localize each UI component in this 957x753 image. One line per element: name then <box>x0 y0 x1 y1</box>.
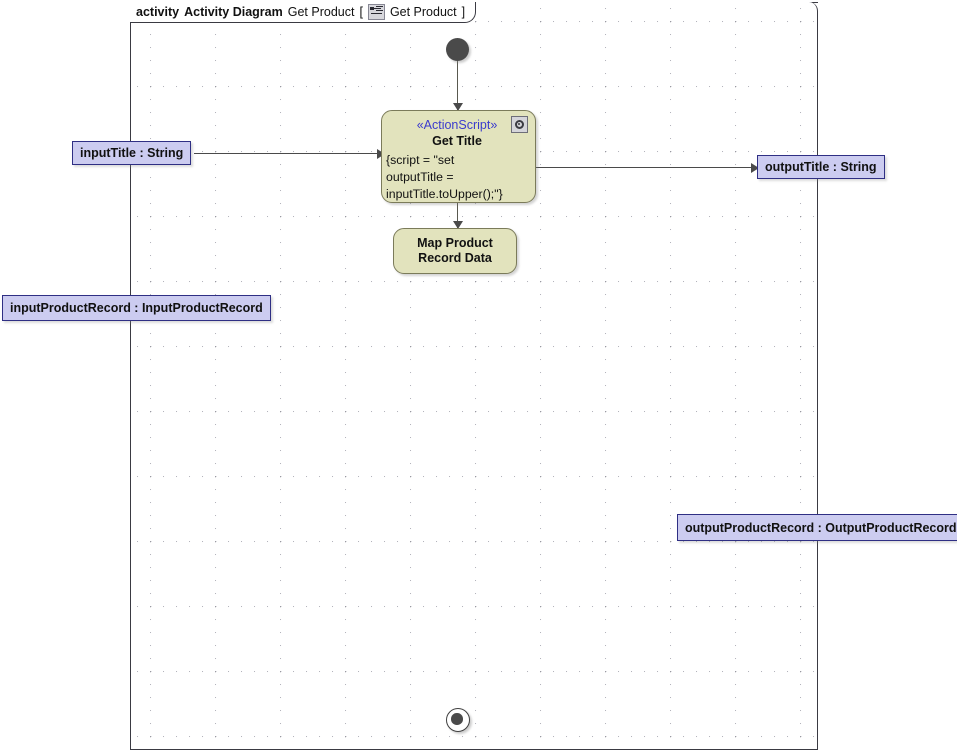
frame-diagram-name: Get Product <box>287 5 355 19</box>
gear-icon[interactable] <box>511 116 528 133</box>
frame-bracket-open: [ <box>359 5 363 19</box>
action-node-get-title[interactable]: «ActionScript» Get Title {script = "set … <box>381 110 536 203</box>
activity-final-node[interactable] <box>446 708 470 732</box>
arrowhead-to-get-title <box>452 103 463 111</box>
pin-input-product-record[interactable]: inputProductRecord : InputProductRecord <box>2 295 271 321</box>
arrowhead-to-map-product <box>452 221 463 229</box>
action-node-map-product-record-data[interactable]: Map Product Record Data <box>393 228 517 274</box>
arrowhead-output-title <box>751 162 759 173</box>
frame-inner-name: Get Product <box>389 5 457 19</box>
edge-get-title-to-map-product <box>457 203 458 228</box>
frame-type-label: Activity Diagram <box>184 5 283 19</box>
edge-get-title-to-output-title <box>536 167 758 168</box>
edge-input-title-to-get-title <box>194 153 384 154</box>
node-title: Map Product Record Data <box>417 236 493 265</box>
edge-initial-to-get-title <box>457 58 458 110</box>
pin-input-title[interactable]: inputTitle : String <box>72 141 192 165</box>
initial-node[interactable] <box>446 38 469 61</box>
pin-output-product-record[interactable]: outputProductRecord : OutputProductRecor… <box>677 514 957 541</box>
node-title: Get Title <box>432 134 482 148</box>
pin-output-title[interactable]: outputTitle : String <box>757 155 885 179</box>
frame-bracket-close: ] <box>461 5 466 19</box>
diagram-frame-header[interactable]: activity Activity Diagram Get Product [ … <box>130 2 477 23</box>
frame-keyword: activity <box>136 5 180 19</box>
node-stereotype: «ActionScript» <box>416 118 498 132</box>
node-script-body: {script = "set outputTitle = inputTitle.… <box>386 153 503 201</box>
activity-icon <box>367 4 385 20</box>
